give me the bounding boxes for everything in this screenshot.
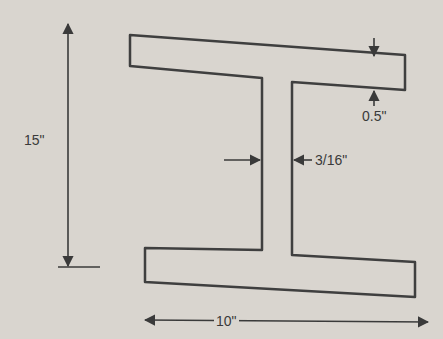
web-arrow xyxy=(294,159,312,161)
dimension-label: 3/16" xyxy=(313,152,349,168)
dimension-label: 10" xyxy=(214,313,239,329)
flange-arrow xyxy=(373,91,375,106)
i-beam-section xyxy=(130,35,415,297)
dimension-label: 15" xyxy=(22,132,47,148)
extension-line xyxy=(58,266,100,268)
height-dimension xyxy=(67,24,69,266)
dimension-label: 0.5" xyxy=(360,108,388,124)
flange-arrow xyxy=(373,38,375,56)
width-dimension xyxy=(145,320,428,322)
web-arrow xyxy=(224,159,260,161)
